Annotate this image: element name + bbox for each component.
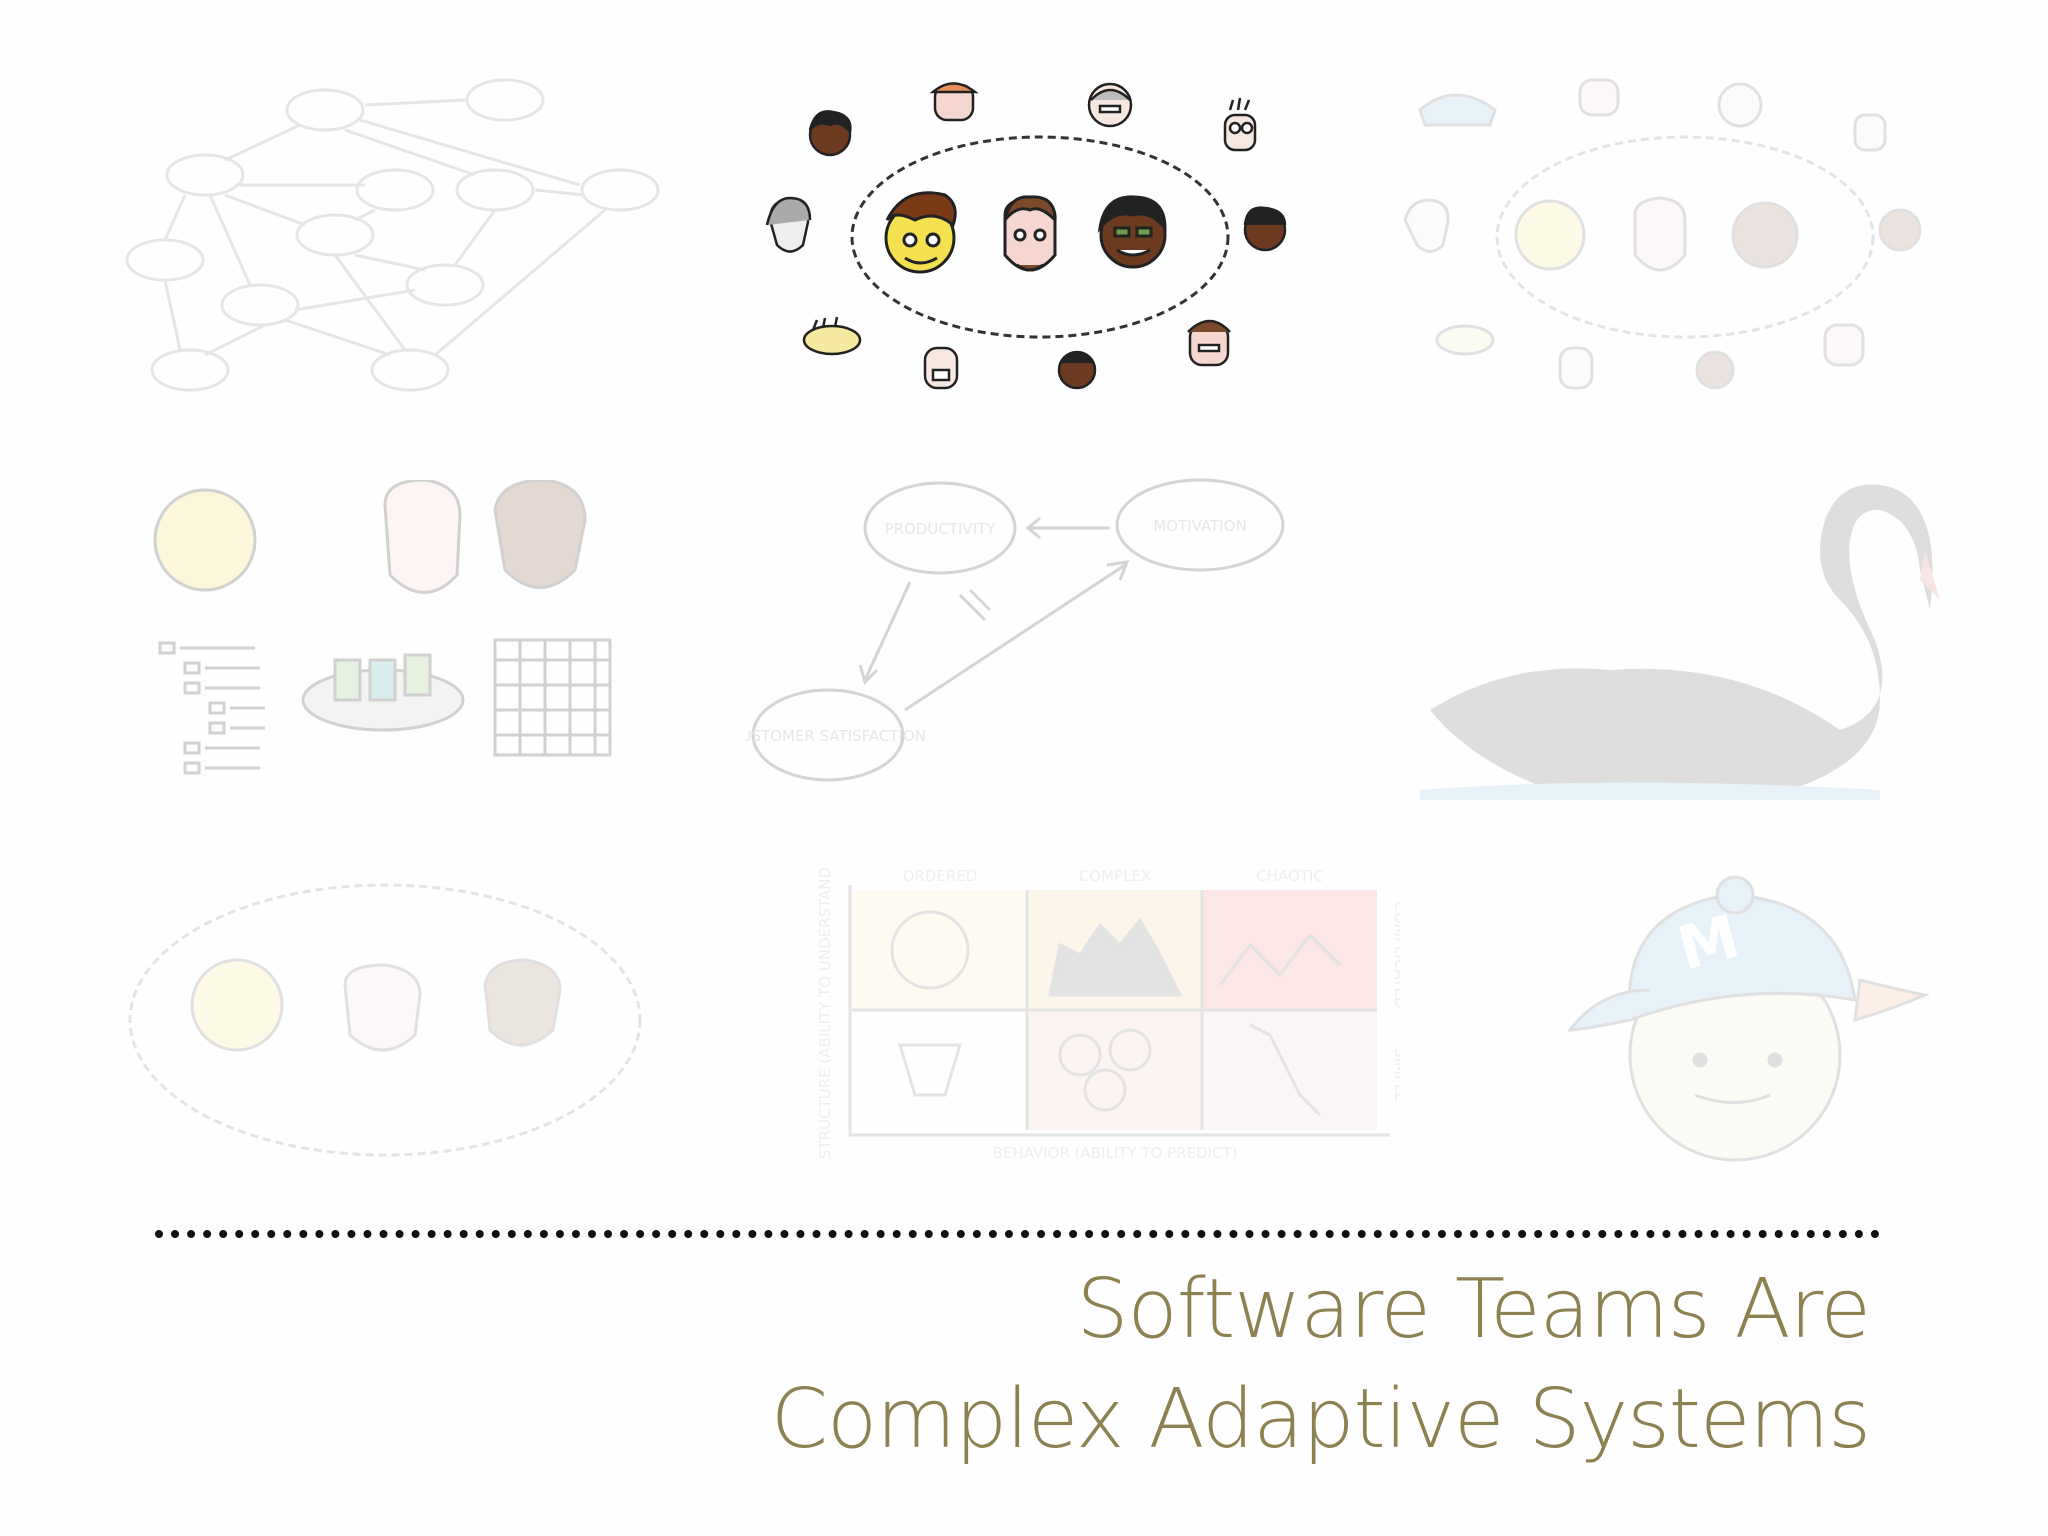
feedback-loop-image: PRODUCTIVITY MOTIVATION CUSTOMER SATISFA…: [745, 478, 1285, 782]
outsider-face-5: [765, 196, 812, 253]
outsider-face-6: [1243, 206, 1287, 252]
matrix-y-bottom-label: SIMPLE: [1391, 1048, 1400, 1102]
dotted-divider: [155, 1230, 1880, 1238]
outsider-face-2: [929, 82, 979, 122]
swan-body: [1430, 484, 1933, 790]
team-faces-boundary-image: [128, 883, 642, 1157]
outsider-face-3: [1087, 82, 1133, 128]
matrix-col-chaotic: CHAOTIC: [1256, 867, 1324, 885]
slide-title-line-1: Software Teams Are: [1076, 1262, 1871, 1357]
matrix-y-top-label: COMPLICATED: [1391, 902, 1400, 1009]
customer-satisfaction-label: CUSTOMER SATISFACTION: [745, 727, 926, 745]
team-member-face-dark: [1097, 195, 1167, 269]
network-graph-image: [125, 78, 660, 392]
cap-face-image: M: [1566, 875, 1931, 1162]
productivity-label: PRODUCTIVITY: [885, 520, 997, 538]
outsider-face-7: [802, 316, 862, 356]
team-boundary-faded-image: [1403, 78, 1922, 390]
slide-title-line-2: Complex Adaptive Systems: [770, 1372, 1871, 1467]
outsider-face-8: [923, 346, 959, 390]
productivity-node: [863, 481, 1017, 575]
complexity-matrix-image: ORDERED COMPLEX CHAOTIC BEHAVIOR (ABILIT…: [816, 865, 1400, 1162]
matrix-col-ordered: ORDERED: [903, 867, 978, 885]
team-member-face-yellow: [884, 191, 957, 274]
team-boundary-dashed: [850, 135, 1230, 339]
outsider-face-9: [1057, 350, 1097, 390]
slide-title: Software Teams Are Complex Adaptive Syst…: [670, 1255, 1871, 1475]
team-tools-image: [153, 480, 612, 775]
matrix-x-axis-label: BEHAVIOR (ABILITY TO PREDICT): [993, 1144, 1238, 1162]
outsider-face-10: [1187, 319, 1231, 367]
outsider-face-4: [1223, 97, 1257, 152]
motivation-node: [1115, 478, 1285, 572]
motivation-label: MOTIVATION: [1153, 517, 1246, 535]
team-boundary-image: [765, 82, 1287, 390]
black-swan-image: [1420, 484, 1940, 800]
outsider-face-1: [808, 110, 852, 157]
customer-satisfaction-node: [751, 688, 905, 782]
matrix-y-left-label: STRUCTURE (ABILITY TO UNDERSTAND): [816, 865, 834, 1159]
matrix-col-complex: COMPLEX: [1079, 867, 1151, 885]
team-member-face-beard: [1003, 195, 1057, 272]
